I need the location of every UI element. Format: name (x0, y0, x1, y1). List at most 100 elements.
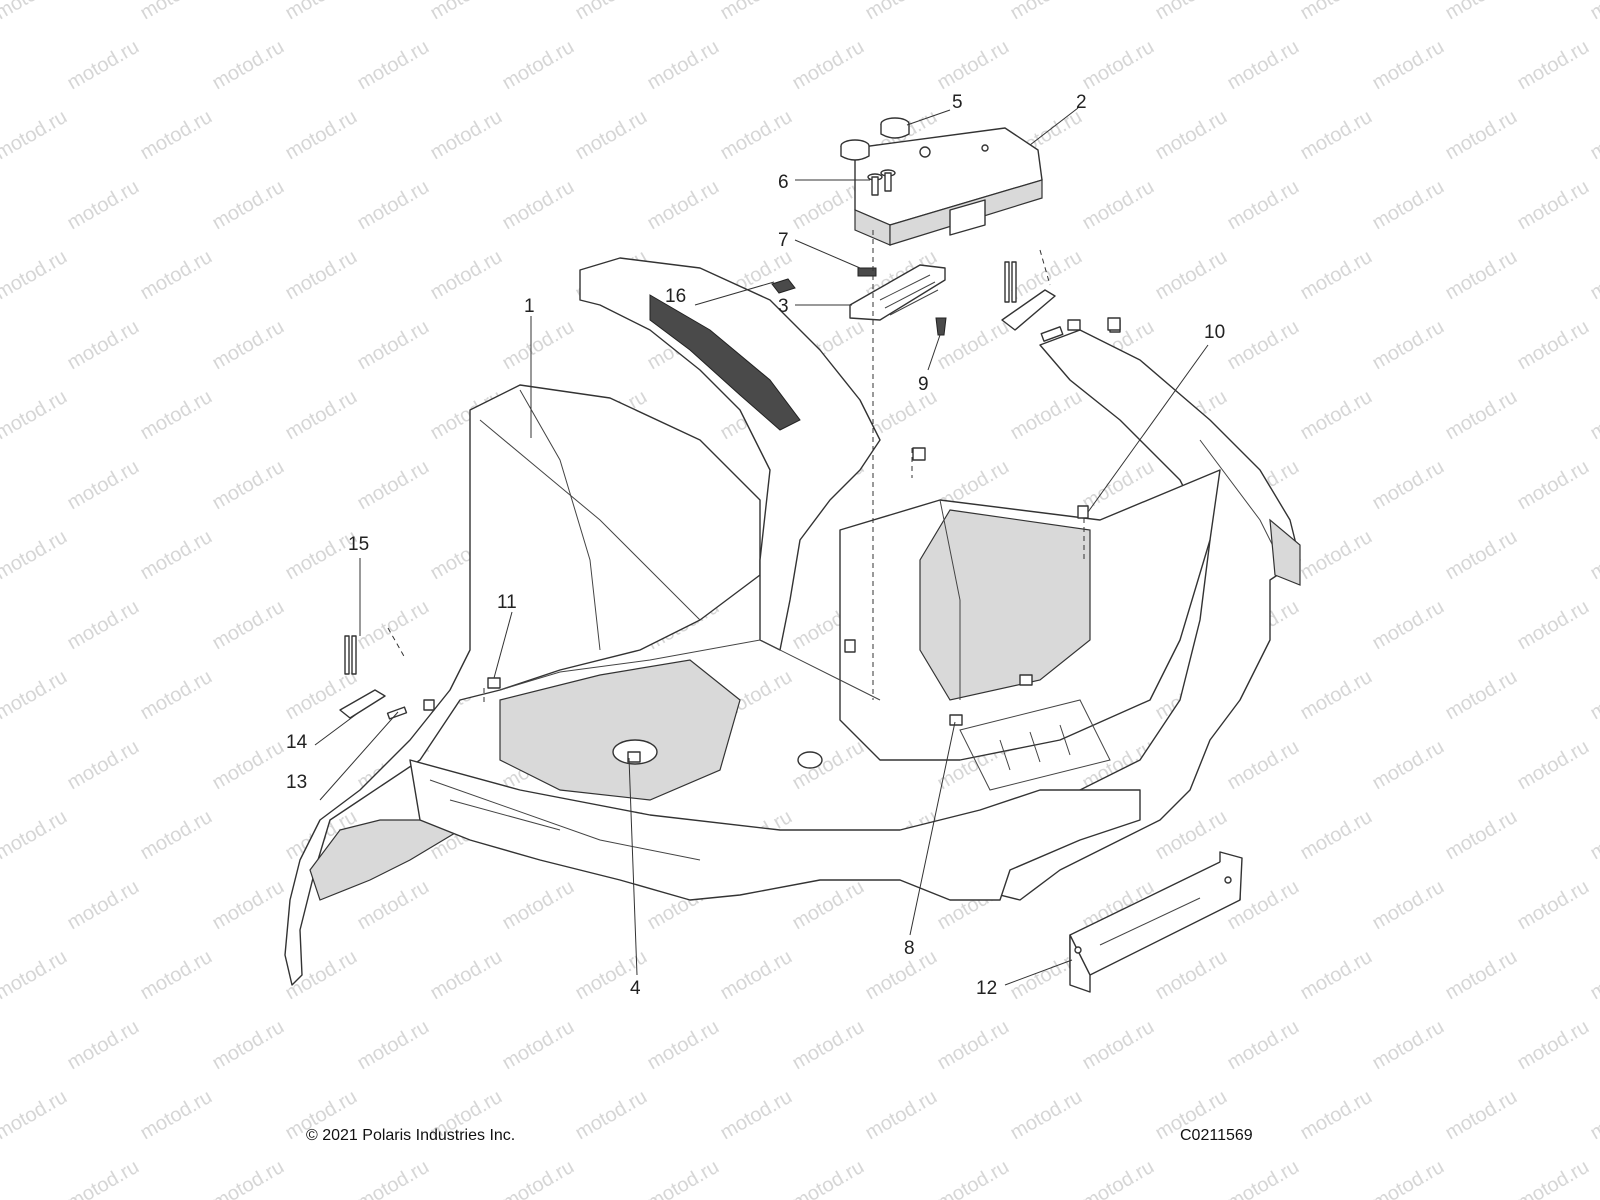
watermark-text: motod.ru (499, 1156, 578, 1200)
callout-8: 8 (904, 938, 915, 959)
copyright-notice: © 2021 Polaris Industries Inc. (306, 1127, 516, 1144)
callout-2: 2 (1076, 92, 1087, 113)
watermark-text: motod.ru (1514, 316, 1593, 375)
watermark-text: motod.ru (1369, 596, 1448, 655)
watermark-text: motod.ru (1297, 246, 1376, 305)
watermark-text: motod.ru (137, 0, 216, 24)
watermark-text: motod.ru (1587, 386, 1600, 445)
watermark-text: motod.ru (137, 526, 216, 585)
watermark-text: motod.ru (427, 106, 506, 165)
watermark-text: motod.ru (354, 316, 433, 375)
watermark-text: motod.ru (1514, 876, 1593, 935)
watermark-text: motod.ru (1369, 1156, 1448, 1200)
watermark-text: motod.ru (0, 666, 71, 725)
watermark-text: motod.ru (64, 36, 143, 95)
watermark-text: motod.ru (1442, 106, 1521, 165)
watermark-text: motod.ru (282, 0, 361, 24)
rubber-bumpers (840, 117, 910, 161)
watermark-text: motod.ru (1514, 36, 1593, 95)
watermark-text: motod.ru (0, 526, 71, 585)
watermark-text: motod.ru (354, 176, 433, 235)
push-fastener (935, 317, 947, 336)
watermark-text: motod.ru (499, 176, 578, 235)
screws (867, 169, 896, 196)
watermark-text: motod.ru (1152, 946, 1231, 1005)
watermark-text: motod.ru (1514, 1156, 1593, 1200)
watermark-text: motod.ru (209, 596, 288, 655)
watermark-text: motod.ru (1442, 806, 1521, 865)
callout-15: 15 (348, 534, 369, 555)
watermark-text: motod.ru (354, 1156, 433, 1200)
callout-3: 3 (778, 296, 789, 317)
watermark-text: motod.ru (1369, 736, 1448, 795)
watermark-text: motod.ru (0, 946, 71, 1005)
front-bracket (1069, 851, 1243, 993)
watermark-text: motod.ru (1587, 246, 1600, 305)
watermark-text: motod.ru (1369, 36, 1448, 95)
watermark-text: motod.ru (789, 1016, 868, 1075)
watermark-text: motod.ru (934, 1156, 1013, 1200)
watermark-text: motod.ru (0, 386, 71, 445)
callout-9: 9 (918, 374, 929, 395)
watermark-text: motod.ru (1442, 0, 1521, 24)
watermark-text: motod.ru (1224, 176, 1303, 235)
callout-5: 5 (952, 92, 963, 113)
watermark-text: motod.ru (1514, 1016, 1593, 1075)
watermark-text: motod.ru (1007, 1086, 1086, 1145)
watermark-text: motod.ru (1224, 1016, 1303, 1075)
watermark-text: motod.ru (64, 1016, 143, 1075)
watermark-text: motod.ru (0, 246, 71, 305)
callout-12: 12 (976, 978, 997, 999)
watermark-text: motod.ru (1587, 1086, 1600, 1145)
watermark-text: motod.ru (0, 806, 71, 865)
callout-4: 4 (630, 978, 641, 999)
watermark-text: motod.ru (862, 1086, 941, 1145)
watermark-text: motod.ru (1587, 806, 1600, 865)
watermark-text: motod.ru (1152, 246, 1231, 305)
watermark-text: motod.ru (137, 806, 216, 865)
watermark-text: motod.ru (1224, 36, 1303, 95)
watermark-text: motod.ru (427, 0, 506, 24)
watermark-text: motod.ru (1369, 1016, 1448, 1075)
watermark-text: motod.ru (209, 176, 288, 235)
watermark-text: motod.ru (1297, 1086, 1376, 1145)
watermark-text: motod.ru (789, 876, 868, 935)
watermark-text: motod.ru (717, 946, 796, 1005)
watermark-text: motod.ru (1587, 0, 1600, 24)
watermark-text: motod.ru (499, 36, 578, 95)
watermark-text: motod.ru (1007, 0, 1086, 24)
watermark-text: motod.ru (1587, 526, 1600, 585)
clip (857, 267, 877, 277)
watermark-text: motod.ru (717, 1086, 796, 1145)
watermark-text: motod.ru (1369, 456, 1448, 515)
callout-6: 6 (778, 172, 789, 193)
watermark-text: motod.ru (354, 876, 433, 935)
watermark-text: motod.ru (137, 246, 216, 305)
watermark-text: motod.ru (1587, 946, 1600, 1005)
watermark-text: motod.ru (209, 456, 288, 515)
watermark-text: motod.ru (499, 876, 578, 935)
watermark-text: motod.ru (209, 316, 288, 375)
decal-label (771, 278, 796, 294)
rack-bracket (854, 127, 1043, 246)
callout-16: 16 (665, 286, 686, 307)
watermark-text: motod.ru (64, 176, 143, 235)
watermark-text: motod.ru (1442, 526, 1521, 585)
watermark-text: motod.ru (1079, 36, 1158, 95)
watermark-text: motod.ru (934, 1016, 1013, 1075)
watermark-text: motod.ru (499, 1016, 578, 1075)
watermark-text: motod.ru (1079, 1016, 1158, 1075)
watermark-text: motod.ru (1442, 246, 1521, 305)
access-panel (849, 264, 946, 321)
watermark-text: motod.ru (1297, 946, 1376, 1005)
body-screws (487, 317, 1121, 763)
callout-11: 11 (497, 592, 517, 613)
watermark-text: motod.ru (0, 1086, 71, 1145)
callouts: 1 2 3 4 5 6 7 8 9 10 11 12 13 14 15 16 (286, 92, 1225, 999)
callout-7: 7 (778, 230, 789, 251)
watermark-text: motod.ru (64, 876, 143, 935)
watermark-text: motod.ru (137, 106, 216, 165)
watermark-text: motod.ru (1224, 316, 1303, 375)
watermark-text: motod.ru (64, 596, 143, 655)
watermark-text: motod.ru (64, 736, 143, 795)
